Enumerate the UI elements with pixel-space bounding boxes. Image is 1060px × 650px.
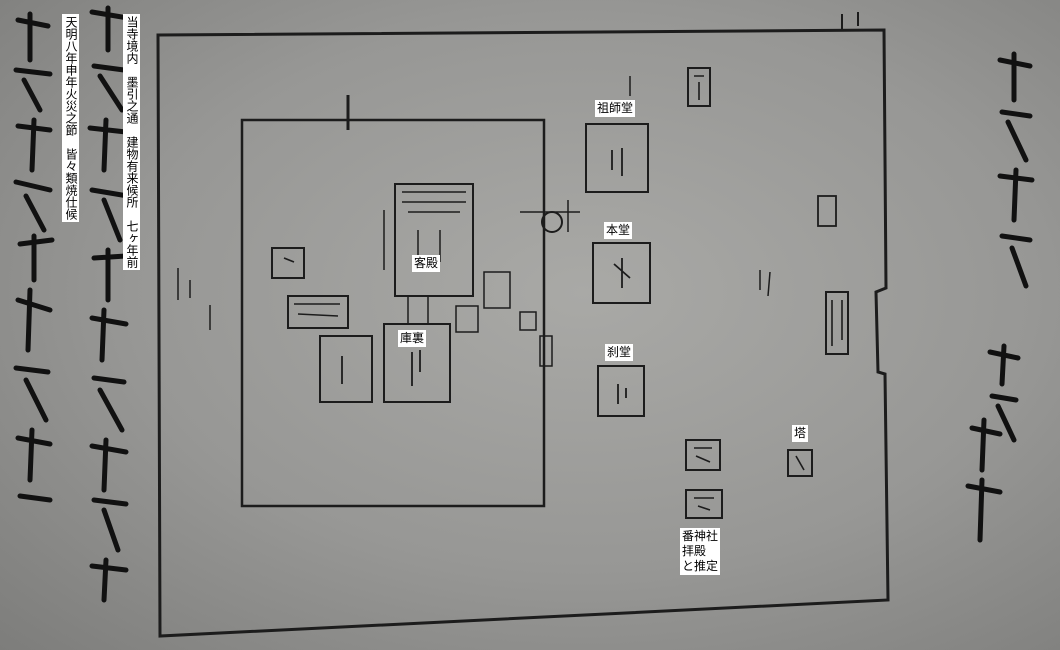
annex-b [455, 305, 479, 333]
kuri-inscription [411, 350, 421, 386]
building-east-2-inscription [831, 300, 843, 346]
label-soshido: 祖師堂 [595, 100, 636, 117]
hondo-building [592, 242, 651, 304]
header-note-1: 当寺境内 墨引之通 建物有来候所 七ヶ年前 [123, 14, 140, 270]
small-building-2 [287, 295, 349, 329]
precinct-boundary [156, 28, 890, 638]
label-hondo: 本堂 [604, 222, 633, 239]
label-banjinja-line1: 番神社 [682, 529, 719, 543]
small-building-1 [271, 247, 305, 279]
worship-hall-inscription [694, 497, 714, 511]
worship-hall-building [685, 489, 723, 519]
soshido-building [585, 123, 649, 193]
label-setsudo: 刹堂 [605, 344, 634, 361]
pagoda-building [787, 449, 813, 477]
small-building-1-inscription [283, 257, 295, 263]
boundary-tick-marks [520, 76, 771, 297]
west-gate-mark [177, 268, 211, 330]
soshido-inscription [611, 148, 623, 176]
kuri-building [383, 323, 451, 403]
building-west-of-kuri [319, 335, 373, 403]
building-east-2 [825, 291, 849, 355]
pagoda-inscription [795, 455, 805, 471]
label-kuri: 庫裏 [398, 330, 427, 347]
inner-compound [240, 118, 546, 508]
building-east-1 [817, 195, 837, 227]
kyakuden-building [394, 183, 474, 297]
corridor [407, 296, 429, 324]
north-gate-mark [841, 12, 859, 30]
label-to: 塔 [792, 425, 809, 442]
label-kyakuden: 客殿 [412, 255, 441, 272]
setsudo-building [597, 365, 645, 417]
east-gate-mark [539, 335, 553, 367]
hondo-inscription [613, 258, 631, 288]
kyakuden-inscription [383, 191, 466, 270]
label-banjinja-line2: 拝殿 [682, 544, 707, 558]
annex-a [483, 271, 511, 309]
label-banjinja: 番神社 拝殿 と推定 [680, 528, 721, 575]
building-north [687, 67, 711, 107]
right-calligraphy [965, 51, 1035, 543]
shrine-inscription [694, 447, 712, 463]
setsudo-inscription [617, 384, 627, 404]
header-note-2: 天明八年申年火災之節 皆々類焼仕候 [62, 14, 79, 222]
label-banjinja-line3: と推定 [682, 559, 719, 573]
small-building-2-inscription [294, 303, 340, 317]
left-calligraphy [13, 5, 131, 603]
shrine-building [685, 439, 721, 471]
annex-c [519, 311, 537, 331]
building-north-inscription [694, 75, 704, 100]
